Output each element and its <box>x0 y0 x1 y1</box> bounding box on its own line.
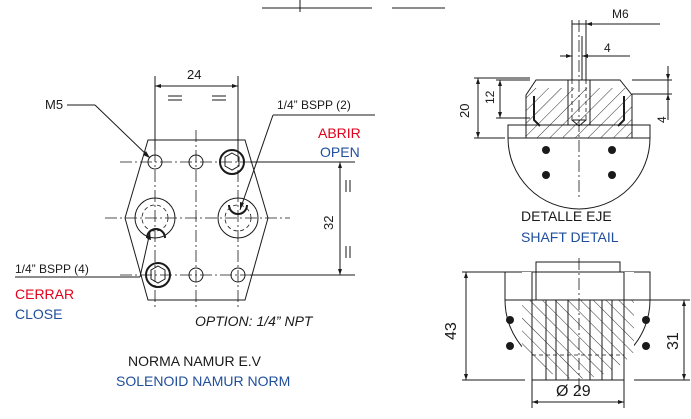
port-close-outer <box>145 262 171 288</box>
shaft-detail-es-label: DETALLE EJE <box>521 208 612 224</box>
namur-norm-en-label: SOLENOID NAMUR NORM <box>116 373 291 389</box>
m6-label: M6 <box>612 7 629 21</box>
dim-4-top-label: 4 <box>604 41 611 55</box>
port-close-spec-label: 1/4” BSPP (4) <box>15 262 89 276</box>
close-es-label: CERRAR <box>15 286 75 302</box>
bottom-section-view <box>462 258 690 408</box>
dim-32-label: 32 <box>321 215 336 230</box>
shaft-detail-en-label: SHAFT DETAIL <box>521 229 619 245</box>
option-npt-label: OPTION: 1/4” NPT <box>195 313 313 329</box>
port-open-spec-label: 1/4” BSPP (2) <box>277 98 351 112</box>
passage-right <box>217 197 259 239</box>
namur-norm-es-label: NORMA NAMUR E.V <box>128 353 262 369</box>
spline-shaft <box>531 271 625 381</box>
dim-12-label: 12 <box>483 90 497 104</box>
namur-plate-view <box>15 76 375 310</box>
port-open-outer <box>219 149 245 175</box>
open-en-label: OPEN <box>320 144 360 160</box>
dim-31-label: 31 <box>665 332 682 350</box>
m5-hole-top-left <box>147 154 163 170</box>
dim-24-label: 24 <box>187 67 202 82</box>
top-fragment <box>262 0 445 12</box>
dim-4-side-label: 4 <box>655 116 669 123</box>
m5-label: M5 <box>45 97 64 112</box>
passage-left <box>134 197 176 239</box>
dia-29-label: Ø 29 <box>556 383 591 400</box>
open-es-label: ABRIR <box>318 125 361 141</box>
close-en-label: CLOSE <box>15 306 63 322</box>
dim-20-label: 20 <box>457 103 472 118</box>
shaft-detail-view <box>474 20 672 210</box>
dim-43-label: 43 <box>443 322 460 340</box>
